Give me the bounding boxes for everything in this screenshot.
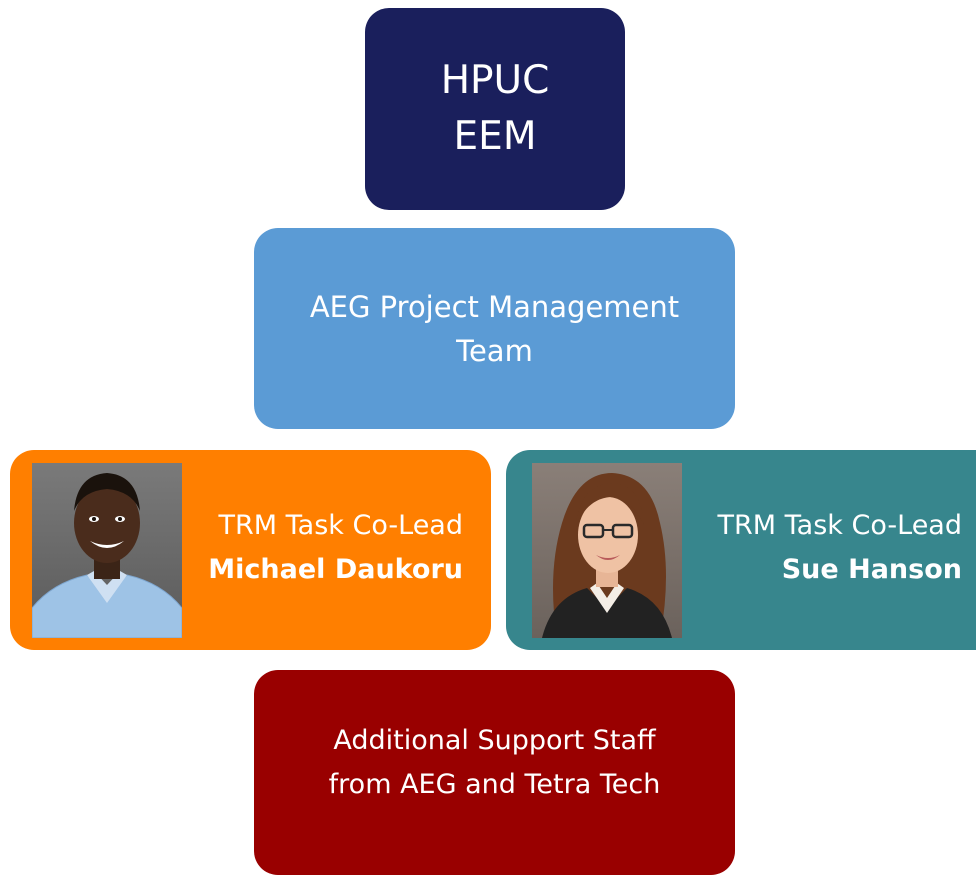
co-lead-michael-text: TRM Task Co-Lead Michael Daukoru <box>193 504 463 592</box>
project-management-line-2: Team <box>456 333 533 368</box>
hpuc-eem-line-1: HPUC <box>440 58 550 103</box>
sue-hanson-photo <box>532 463 682 638</box>
co-lead-sue-text: TRM Task Co-Lead Sue Hanson <box>676 504 962 592</box>
project-management-box: AEG Project Management Team <box>254 228 735 429</box>
hpuc-eem-box: HPUC EEM <box>365 8 625 210</box>
co-lead-michael-box: TRM Task Co-Lead Michael Daukoru <box>10 450 491 650</box>
co-lead-michael-name: Michael Daukoru <box>208 554 463 585</box>
co-lead-michael-role: TRM Task Co-Lead <box>218 510 463 541</box>
co-lead-sue-box: TRM Task Co-Lead Sue Hanson <box>506 450 976 650</box>
co-lead-sue-role: TRM Task Co-Lead <box>717 510 962 541</box>
support-staff-line-2: from AEG and Tetra Tech <box>328 768 661 800</box>
project-management-line-1: AEG Project Management <box>309 289 680 324</box>
support-staff-box: Additional Support Staff from AEG and Te… <box>254 670 735 875</box>
co-lead-sue-name: Sue Hanson <box>781 554 962 585</box>
support-staff-line-1: Additional Support Staff <box>333 724 656 756</box>
hpuc-eem-line-2: EEM <box>453 114 537 159</box>
michael-daukoru-photo <box>32 463 182 638</box>
